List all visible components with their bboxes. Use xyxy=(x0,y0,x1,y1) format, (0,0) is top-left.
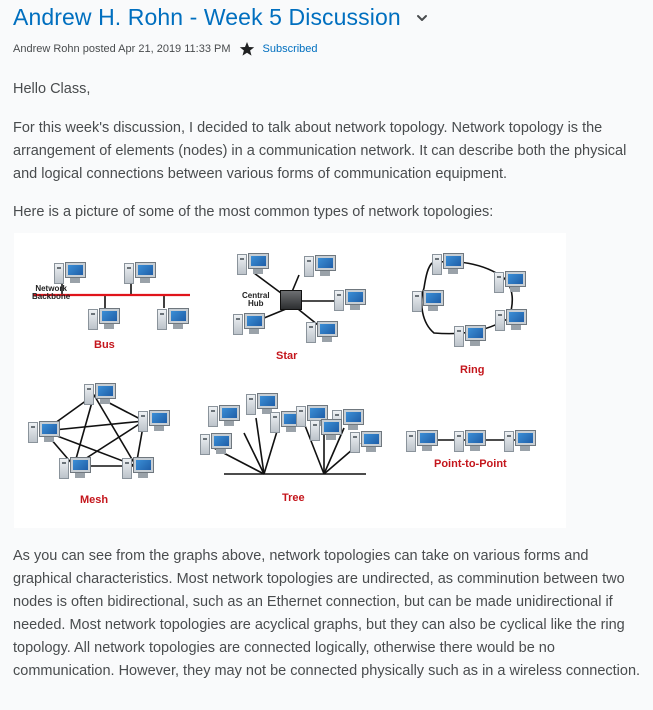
computer-icon xyxy=(124,262,156,284)
post-greeting: Hello Class, xyxy=(13,81,91,97)
computer-icon xyxy=(246,393,278,415)
ring-label: Ring xyxy=(460,364,485,376)
post-picture-intro: Here is a picture of some of the most co… xyxy=(13,204,494,220)
computer-icon xyxy=(412,290,444,312)
computer-icon xyxy=(88,308,120,330)
post-title-row: Andrew H. Rohn - Week 5 Discussion xyxy=(13,4,643,31)
computer-icon xyxy=(208,405,240,427)
computer-icon xyxy=(504,430,536,452)
central-hub-label: Central Hub xyxy=(242,291,270,308)
post-header: Andrew H. Rohn - Week 5 Discussion xyxy=(13,4,643,31)
computer-icon xyxy=(350,431,382,453)
computer-icon xyxy=(454,430,486,452)
topology-connections xyxy=(33,260,524,475)
chevron-down-icon[interactable] xyxy=(415,11,429,25)
computer-icon xyxy=(59,457,91,479)
computer-icon xyxy=(237,253,269,275)
computer-icon xyxy=(200,433,232,455)
computer-icon xyxy=(495,309,527,331)
subscribed-link[interactable]: Subscribed xyxy=(262,43,318,55)
author-line: Andrew Rohn posted Apr 21, 2019 11:33 PM xyxy=(13,43,231,55)
computer-icon xyxy=(306,321,338,343)
post-meta: Andrew Rohn posted Apr 21, 2019 11:33 PM… xyxy=(13,41,318,57)
computer-icon xyxy=(28,421,60,443)
point-to-point-label: Point-to-Point xyxy=(434,458,507,470)
tree-label: Tree xyxy=(282,492,305,504)
network-topologies-image: Network Backbone Bus Central Hub Star Ri… xyxy=(14,233,566,528)
hub-icon xyxy=(280,290,302,310)
computer-icon xyxy=(454,325,486,347)
computer-icon xyxy=(304,255,336,277)
computer-icon xyxy=(157,308,189,330)
mesh-label: Mesh xyxy=(80,494,109,506)
star-icon[interactable] xyxy=(239,41,255,57)
post-intro-paragraph: For this week's discussion, I decided to… xyxy=(13,120,627,182)
computer-icon xyxy=(54,262,86,284)
star-label: Star xyxy=(276,350,298,362)
computer-icon xyxy=(310,419,342,441)
computer-icon xyxy=(122,457,154,479)
bus-label: Bus xyxy=(94,339,115,351)
computer-icon xyxy=(432,253,464,275)
post-conclusion-paragraph: As you can see from the graphs above, ne… xyxy=(13,548,641,679)
computer-icon xyxy=(406,430,438,452)
computer-icon xyxy=(494,271,526,293)
computer-icon xyxy=(233,313,265,335)
computer-icon xyxy=(138,410,170,432)
computer-icon xyxy=(334,289,366,311)
network-backbone-label: Network Backbone xyxy=(32,284,71,301)
post-title[interactable]: Andrew H. Rohn - Week 5 Discussion xyxy=(13,4,401,30)
computer-icon xyxy=(84,383,116,405)
